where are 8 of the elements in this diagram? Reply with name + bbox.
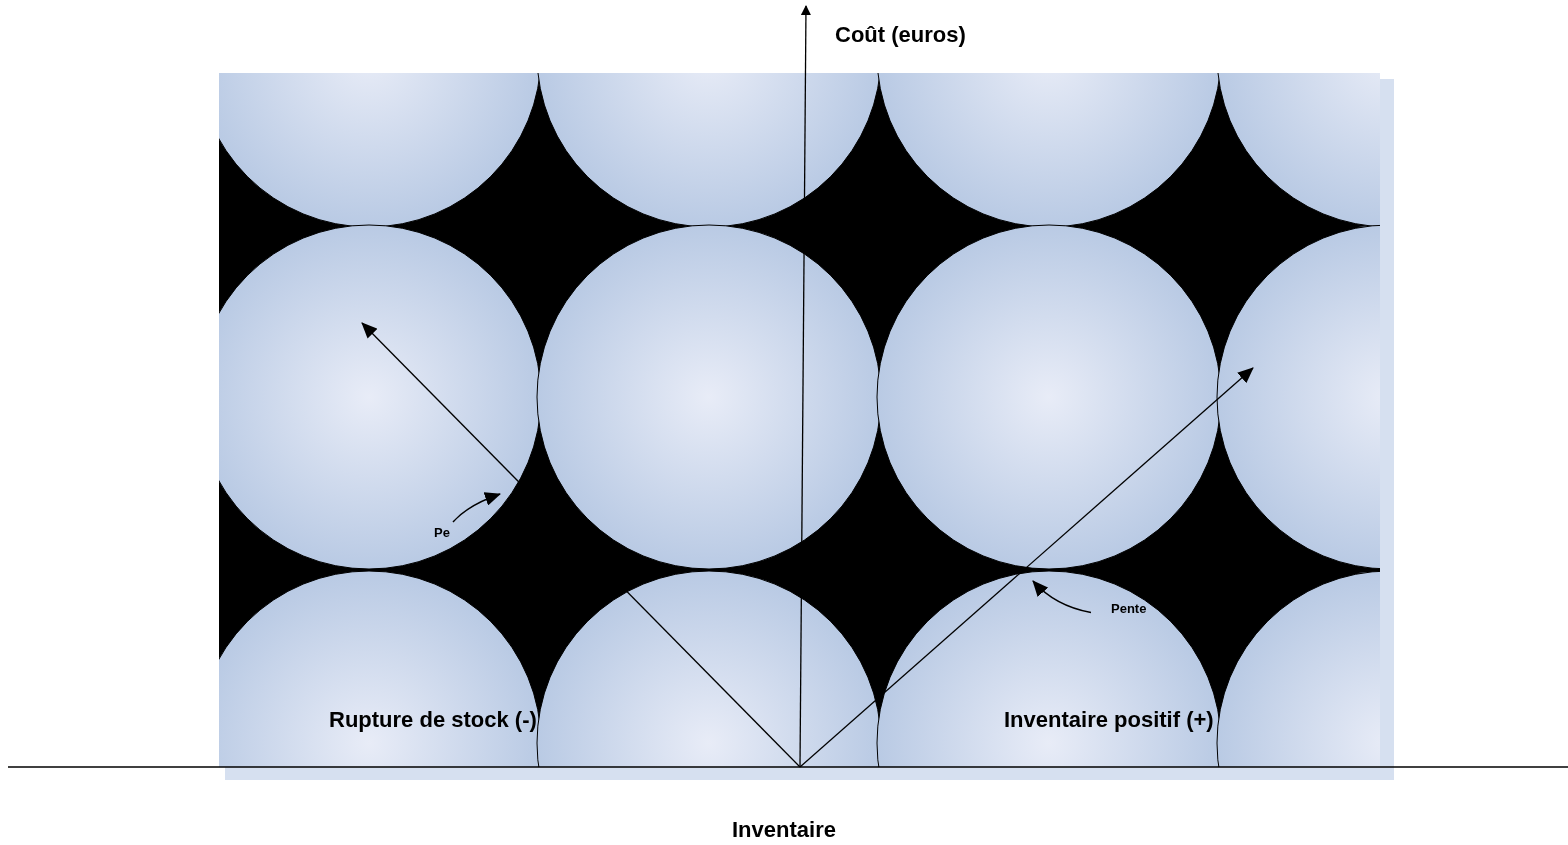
slope-label: Pe: [434, 526, 450, 539]
slope-label: Pente: [1111, 602, 1147, 615]
x-axis-title: Inventaire: [732, 819, 836, 841]
y-axis-title: Coût (euros): [835, 24, 966, 46]
region-label: Rupture de stock (-): [329, 709, 537, 731]
region-label: Inventaire positif (+): [1004, 709, 1214, 731]
leader-arrow: [1032, 580, 1092, 614]
leader-arrow: [452, 492, 501, 523]
